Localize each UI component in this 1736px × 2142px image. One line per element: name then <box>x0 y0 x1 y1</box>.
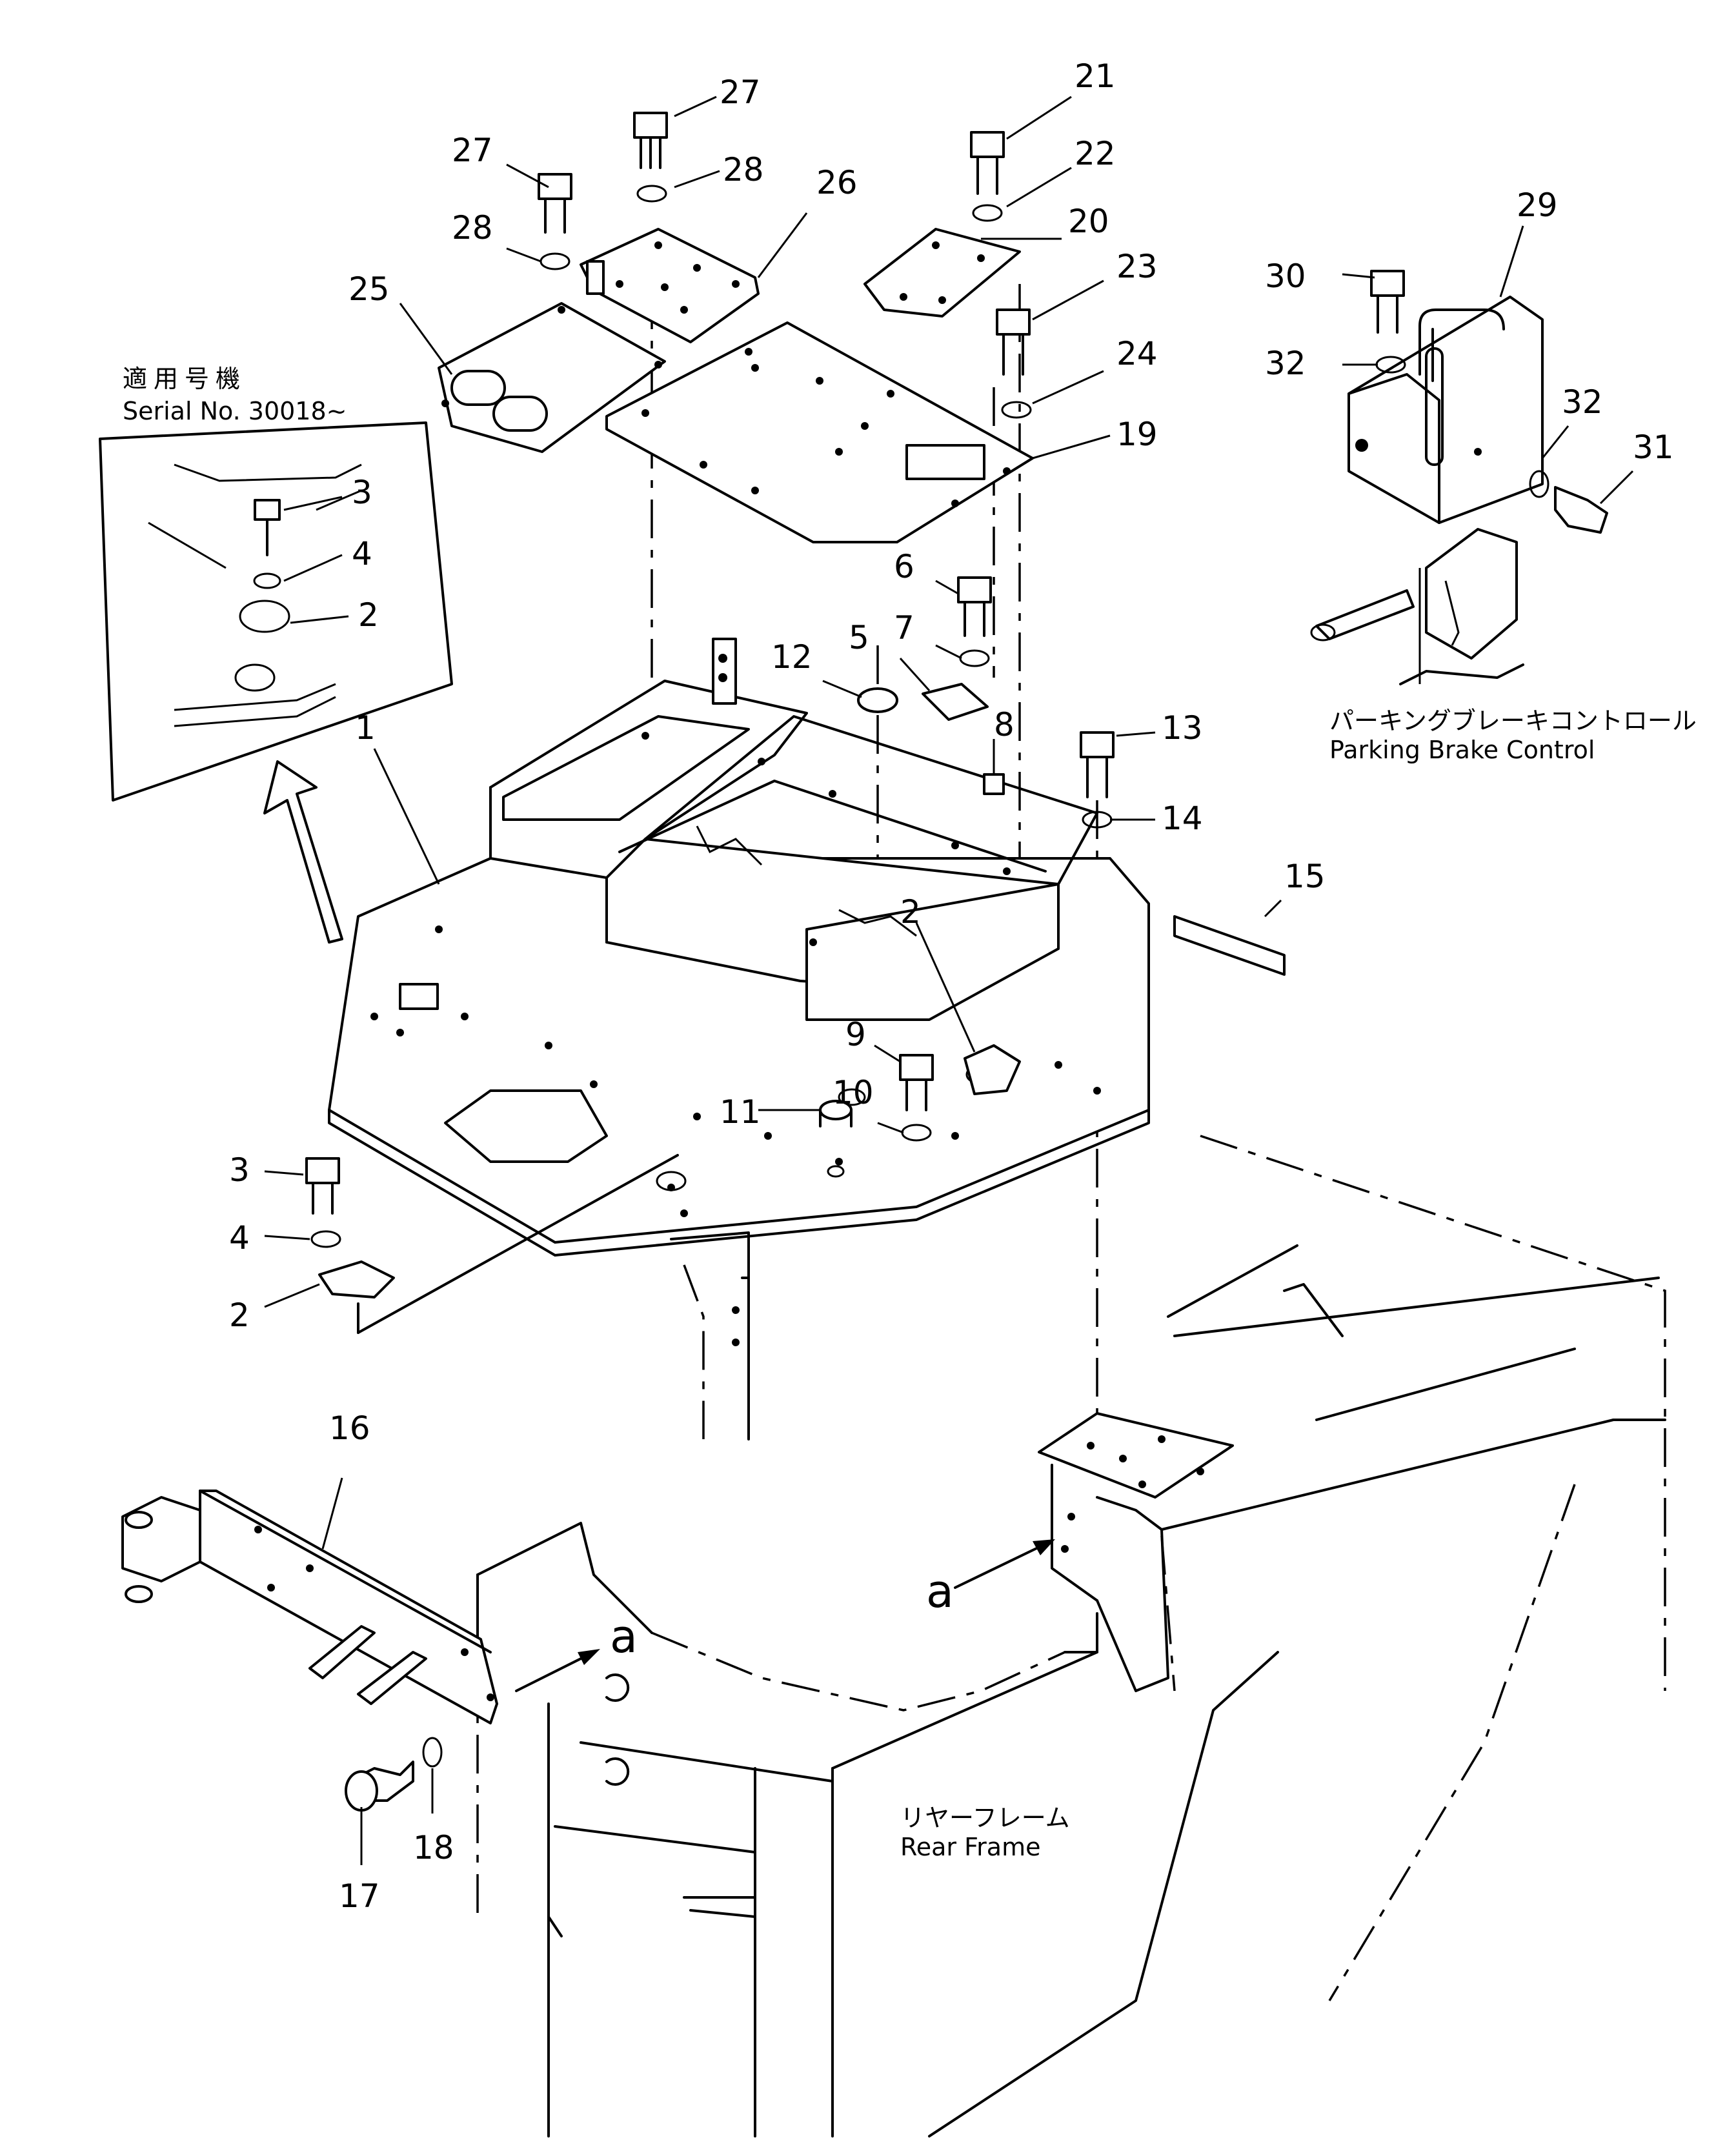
inset-serial-label: Serial No. 30018~ <box>123 397 347 425</box>
callout-30: 30 <box>1265 258 1306 295</box>
callout-24: 24 <box>1116 335 1158 372</box>
rear-frame <box>476 1135 1666 2137</box>
callout-19: 19 <box>1116 416 1158 453</box>
callout-13: 13 <box>1162 709 1203 747</box>
callout-3-lower: 3 <box>229 1151 250 1189</box>
callout-3-inset: 3 <box>352 474 372 511</box>
callout-25: 25 <box>348 270 390 308</box>
callout-17: 17 <box>339 1877 380 1915</box>
floor-cover-19 <box>605 321 1034 543</box>
mounting-bracket-16 <box>121 1490 498 1812</box>
callout-10: 10 <box>833 1074 874 1111</box>
callout-2-lower: 2 <box>229 1297 250 1334</box>
callout-29: 29 <box>1517 187 1558 224</box>
callout-9: 9 <box>845 1016 866 1053</box>
callout-16: 16 <box>329 1409 370 1447</box>
cover-plate-26 <box>580 228 760 343</box>
rear-frame-label-en: Rear Frame <box>900 1833 1040 1861</box>
parking-brake-label-en: Parking Brake Control <box>1329 736 1595 764</box>
callout-28-left: 28 <box>452 209 493 247</box>
callout-21: 21 <box>1075 57 1116 95</box>
reference-mark-a-left: a <box>610 1610 638 1663</box>
callout-27-top: 27 <box>720 74 761 111</box>
parking-brake-housing <box>1347 270 1608 534</box>
callout-26: 26 <box>816 164 858 201</box>
cover-plate-25 <box>438 302 666 453</box>
callout-23: 23 <box>1116 248 1158 285</box>
callout-7: 7 <box>894 609 914 647</box>
callout-4-lower: 4 <box>229 1219 250 1257</box>
captions: 適用号機 Serial No. 30018~ パーキングブレーキコントロール P… <box>123 365 1697 1861</box>
callout-4-inset: 4 <box>352 535 372 572</box>
callout-31: 31 <box>1633 429 1674 466</box>
callout-11: 11 <box>720 1093 761 1131</box>
callout-6: 6 <box>894 548 914 585</box>
callout-32-left: 32 <box>1265 345 1306 382</box>
callout-18: 18 <box>413 1829 454 1866</box>
callout-numbers: 27 28 27 28 26 25 21 22 20 23 24 19 29 3… <box>229 57 1674 1915</box>
serial-inset-panel <box>99 421 453 944</box>
callout-14: 14 <box>1162 800 1203 837</box>
reference-mark-a-right: a <box>926 1565 954 1618</box>
inset-applicable-label: 適用号機 <box>123 365 247 393</box>
callout-5: 5 <box>849 619 869 656</box>
callout-32-right: 32 <box>1562 383 1603 421</box>
bolts-and-washers <box>305 112 1286 1334</box>
callout-22: 22 <box>1075 135 1116 172</box>
callout-2-center: 2 <box>900 893 921 931</box>
callout-15: 15 <box>1284 858 1326 895</box>
parking-brake-sketch <box>1310 528 1524 685</box>
callout-27-left: 27 <box>452 132 493 169</box>
cover-plate-20 <box>863 228 1021 318</box>
callout-28-top: 28 <box>723 151 764 188</box>
console-box <box>489 638 1098 1021</box>
callout-20: 20 <box>1068 203 1109 240</box>
callout-12: 12 <box>771 638 812 676</box>
leader-lines <box>264 96 1634 1865</box>
rear-frame-label-jp: リヤーフレーム <box>900 1804 1070 1832</box>
callout-1: 1 <box>355 709 376 747</box>
callout-8: 8 <box>994 706 1014 743</box>
parking-brake-label-jp: パーキングブレーキコントロール <box>1329 707 1697 735</box>
callout-2-inset: 2 <box>358 596 379 634</box>
